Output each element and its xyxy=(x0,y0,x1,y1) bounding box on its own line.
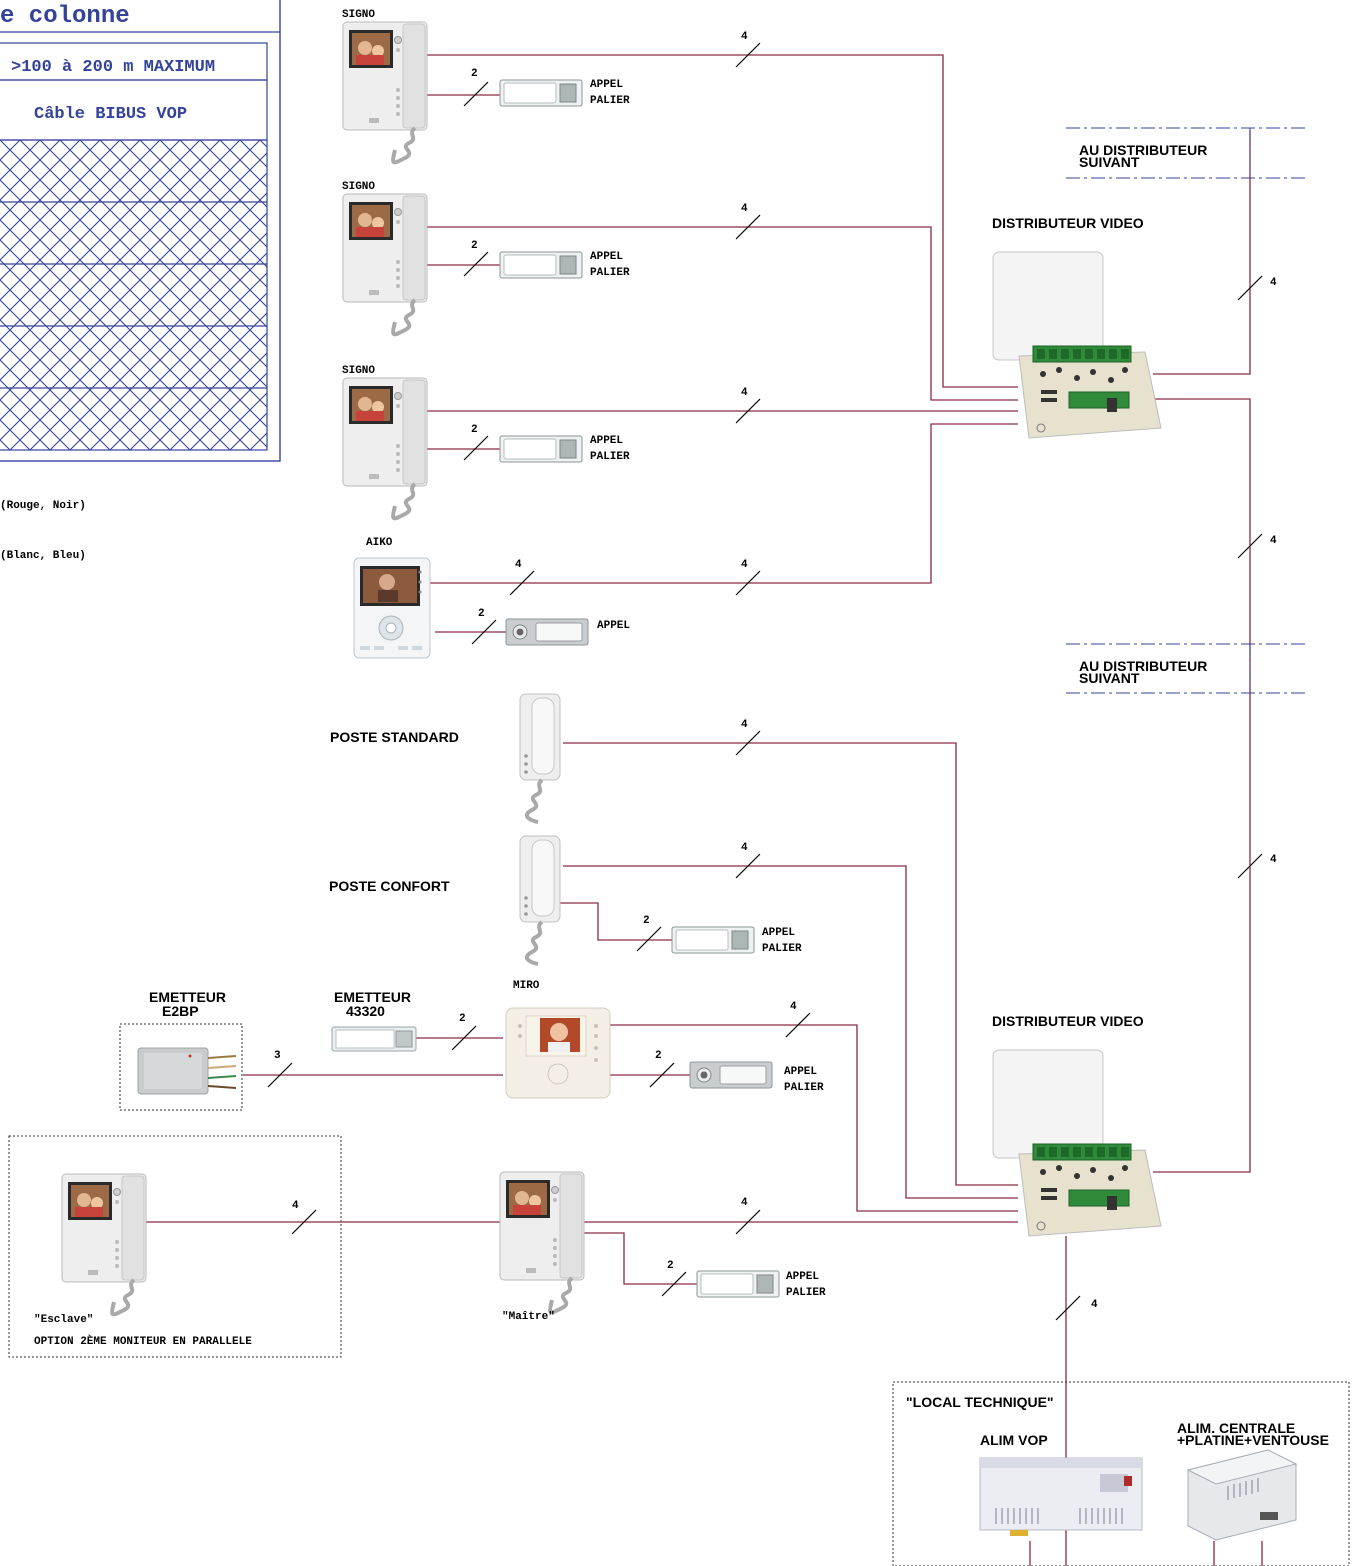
signo-monitor-3 xyxy=(341,376,429,521)
call-button xyxy=(499,79,583,107)
label-43320: 43320 xyxy=(346,1003,385,1019)
e43320-transmitter xyxy=(331,1026,417,1052)
label-appel: APPEL xyxy=(786,1271,819,1283)
wire-count: 4 xyxy=(1270,535,1277,547)
label-miro: MIRO xyxy=(513,980,540,992)
call-button xyxy=(499,251,583,279)
label-platine-ventouse: +PLATINE+VENTOUSE xyxy=(1177,1432,1329,1448)
wire-ticks xyxy=(267,42,1263,1321)
legend-cable: Câble BIBUS VOP xyxy=(34,105,187,124)
legend-pair-white-blue: (Blanc, Bleu) xyxy=(0,550,86,562)
wire-count: 4 xyxy=(741,387,748,399)
label-au-distributeur: AU DISTRIBUTEUR xyxy=(1079,658,1207,674)
label-maitre: "Maître" xyxy=(502,1311,555,1323)
poste-standard-phone xyxy=(518,692,562,824)
label-palier: PALIER xyxy=(590,451,630,463)
signo-monitor-1 xyxy=(341,20,429,165)
wire-count: 2 xyxy=(667,1260,674,1272)
wire-count: 2 xyxy=(471,424,478,436)
label-local-technique: "LOCAL TECHNIQUE" xyxy=(906,1394,1054,1410)
dashed-frames xyxy=(8,1023,1350,1566)
signo-monitor-2 xyxy=(341,192,429,337)
call-button xyxy=(499,435,583,463)
call-button-round xyxy=(505,618,589,646)
wiring xyxy=(145,54,1263,1566)
aiko-monitor xyxy=(353,557,431,659)
wire-count: 2 xyxy=(459,1013,466,1025)
label-distributeur-video: DISTRIBUTEUR VIDEO xyxy=(992,1013,1144,1029)
label-palier: PALIER xyxy=(784,1082,824,1094)
wire-count: 4 xyxy=(790,1001,797,1013)
label-aiko: AIKO xyxy=(366,537,393,549)
call-button xyxy=(671,926,755,954)
cable-legend xyxy=(0,0,281,462)
label-alim-vop: ALIM VOP xyxy=(980,1432,1048,1448)
label-esclave: "Esclave" xyxy=(34,1314,93,1326)
legend-pair-red-black: (Rouge, Noir) xyxy=(0,500,86,512)
label-palier: PALIER xyxy=(590,95,630,107)
label-option-parallele: OPTION 2ÈME MONITEUR EN PARALLELE xyxy=(34,1334,252,1348)
label-appel: APPEL xyxy=(590,435,623,447)
label-appel: APPEL xyxy=(762,927,795,939)
call-button xyxy=(696,1270,780,1298)
esclave-monitor xyxy=(60,1172,148,1317)
label-signo: SIGNO xyxy=(342,365,375,377)
wire-count: 4 xyxy=(741,559,748,571)
poste-confort-phone xyxy=(518,834,562,966)
wire-count: 2 xyxy=(471,240,478,252)
label-palier: PALIER xyxy=(762,943,802,955)
label-suivant: SUIVANT xyxy=(1079,154,1140,170)
wire-count: 4 xyxy=(741,719,748,731)
wire-count: 2 xyxy=(643,915,650,927)
label-appel: APPEL xyxy=(784,1066,817,1078)
label-suivant: SUIVANT xyxy=(1079,670,1140,686)
label-poste-confort: POSTE CONFORT xyxy=(329,878,450,894)
label-e2bp: E2BP xyxy=(162,1003,199,1019)
label-distributeur-video: DISTRIBUTEUR VIDEO xyxy=(992,215,1144,231)
wire-count: 4 xyxy=(1091,1299,1098,1311)
miro-monitor xyxy=(505,1007,611,1099)
wire-count: 4 xyxy=(515,559,522,571)
label-au-distributeur: AU DISTRIBUTEUR xyxy=(1079,142,1207,158)
wire-count: 2 xyxy=(478,608,485,620)
label-palier: PALIER xyxy=(786,1287,826,1299)
call-button-round xyxy=(689,1061,773,1089)
label-appel: APPEL xyxy=(590,251,623,263)
wire-count: 3 xyxy=(274,1050,281,1062)
label-appel: APPEL xyxy=(590,79,623,91)
alim-centrale-unit xyxy=(1187,1449,1297,1541)
label-palier: PALIER xyxy=(590,267,630,279)
legend-distance: >100 à 200 m MAXIMUM xyxy=(11,58,215,77)
label-appel: APPEL xyxy=(597,620,630,632)
wire-count: 4 xyxy=(741,31,748,43)
e2bp-transmitter xyxy=(137,1047,237,1095)
label-signo: SIGNO xyxy=(342,9,375,21)
label-emetteur-43320: EMETTEUR xyxy=(334,989,411,1005)
wire-count: 4 xyxy=(292,1200,299,1212)
video-distributor-2 xyxy=(992,1049,1162,1237)
next-distributor-markers xyxy=(1066,127,1308,694)
wire-count: 4 xyxy=(741,203,748,215)
label-emetteur-e2bp: EMETTEUR xyxy=(149,989,226,1005)
wire-count: 4 xyxy=(1270,277,1277,289)
label-poste-standard: POSTE STANDARD xyxy=(330,729,459,745)
wire-count: 2 xyxy=(471,68,478,80)
maitre-monitor xyxy=(498,1170,586,1315)
wire-count: 4 xyxy=(741,842,748,854)
video-distributor-1 xyxy=(992,251,1162,439)
wire-count: 4 xyxy=(741,1197,748,1209)
legend-title: e colonne xyxy=(0,3,130,30)
wire-count: 2 xyxy=(655,1050,662,1062)
wire-count: 4 xyxy=(1270,854,1277,866)
alim-vop-unit xyxy=(979,1457,1143,1537)
label-signo: SIGNO xyxy=(342,181,375,193)
label-alim-centrale: ALIM. CENTRALE xyxy=(1177,1420,1295,1436)
